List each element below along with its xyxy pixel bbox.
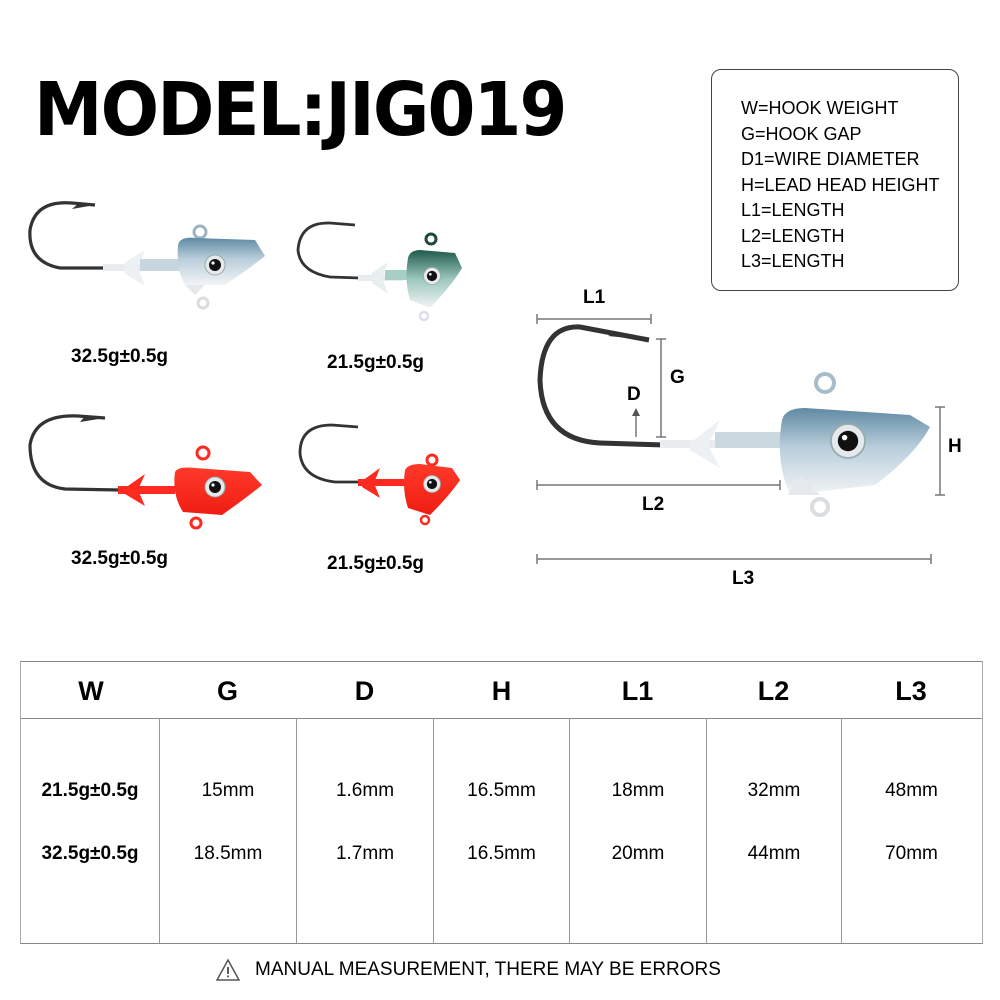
legend-item: G=HOOK GAP (741, 123, 862, 144)
jig-image-red-32g (28, 414, 262, 530)
table-column-w: 21.5g±0.5g 32.5g±0.5g (21, 718, 159, 943)
table-cell: 16.5mm (467, 843, 536, 864)
warning-triangle-icon (215, 958, 241, 981)
table-header-cell: H (491, 676, 512, 706)
table-cell: 1.7mm (335, 843, 395, 864)
product-images (28, 201, 462, 530)
jig-image-red-21g (298, 423, 460, 526)
table-cell: 1.6mm (335, 780, 395, 801)
table-header-row: W G D H L1 L2 L3 (21, 662, 982, 719)
table-cell: 16.5mm (467, 780, 536, 801)
table-cell: 20mm (611, 843, 665, 864)
table-cell: 15mm (201, 780, 255, 801)
table-cell: 44mm (747, 843, 801, 864)
table-column-l2: 32mm 44mm (706, 718, 841, 943)
table-header-cell: L3 (895, 676, 927, 706)
table-column-g: 15mm 18.5mm (159, 718, 296, 943)
spec-table: W G D H L1 L2 L3 21.5g±0.5g 32.5g±0.5g 1… (20, 661, 983, 944)
legend-item: D1=WIRE DIAMETER (741, 149, 920, 169)
table-header-cell: L2 (757, 676, 790, 706)
dimension-legend: W=HOOK WEIGHT G=HOOK GAP D1=WIRE DIAMETE… (711, 69, 959, 291)
table-header-cell: W (78, 676, 104, 706)
jig-image-blue-32g (28, 201, 265, 310)
table-cell: 18.5mm (193, 843, 263, 864)
table-cell: 32mm (747, 780, 801, 801)
dim-label-g: G (670, 367, 685, 388)
legend-item: L1=LENGTH (741, 200, 845, 220)
table-column-l3: 48mm 70mm (841, 718, 981, 943)
dim-label-l1: L1 (583, 287, 606, 308)
table-body: 21.5g±0.5g 32.5g±0.5g 15mm 18.5mm 1.6mm … (21, 718, 982, 943)
dim-label-h: H (948, 436, 962, 457)
page-title: MODEL:JIG019 (34, 67, 567, 153)
product-weight-label: 32.5g±0.5g (71, 548, 169, 569)
table-column-l1: 18mm 20mm (569, 718, 706, 943)
table-header-cell: G (216, 676, 238, 706)
table-cell: 32.5g±0.5g (41, 843, 139, 864)
table-column-d: 1.6mm 1.7mm (296, 718, 433, 943)
table-cell: 18mm (611, 780, 665, 801)
table-header-cell: L1 (621, 676, 654, 706)
product-weight-label: 21.5g±0.5g (327, 553, 425, 574)
product-weight-label: 21.5g±0.5g (327, 352, 425, 373)
measurement-note-text: MANUAL MEASUREMENT, THERE MAY BE ERRORS (255, 959, 721, 980)
table-column-h: 16.5mm 16.5mm (433, 718, 569, 943)
dim-label-l2: L2 (642, 494, 665, 515)
measurement-note: MANUAL MEASUREMENT, THERE MAY BE ERRORS (215, 958, 721, 982)
table-header-cell: D (354, 676, 375, 706)
jig-image-green-21g (296, 221, 462, 322)
legend-item: H=LEAD HEAD HEIGHT (741, 174, 940, 195)
dimension-diagram (536, 314, 945, 564)
legend-item: L2=LENGTH (741, 225, 845, 246)
legend-item: L3=LENGTH (741, 251, 845, 271)
table-cell: 21.5g±0.5g (41, 780, 139, 801)
product-weight-label: 32.5g±0.5g (71, 346, 169, 367)
dim-label-d: D (627, 384, 641, 405)
table-cell: 48mm (885, 780, 938, 801)
legend-item: W=HOOK WEIGHT (741, 98, 899, 118)
table-cell: 70mm (885, 843, 938, 864)
dim-label-l3: L3 (732, 568, 755, 589)
